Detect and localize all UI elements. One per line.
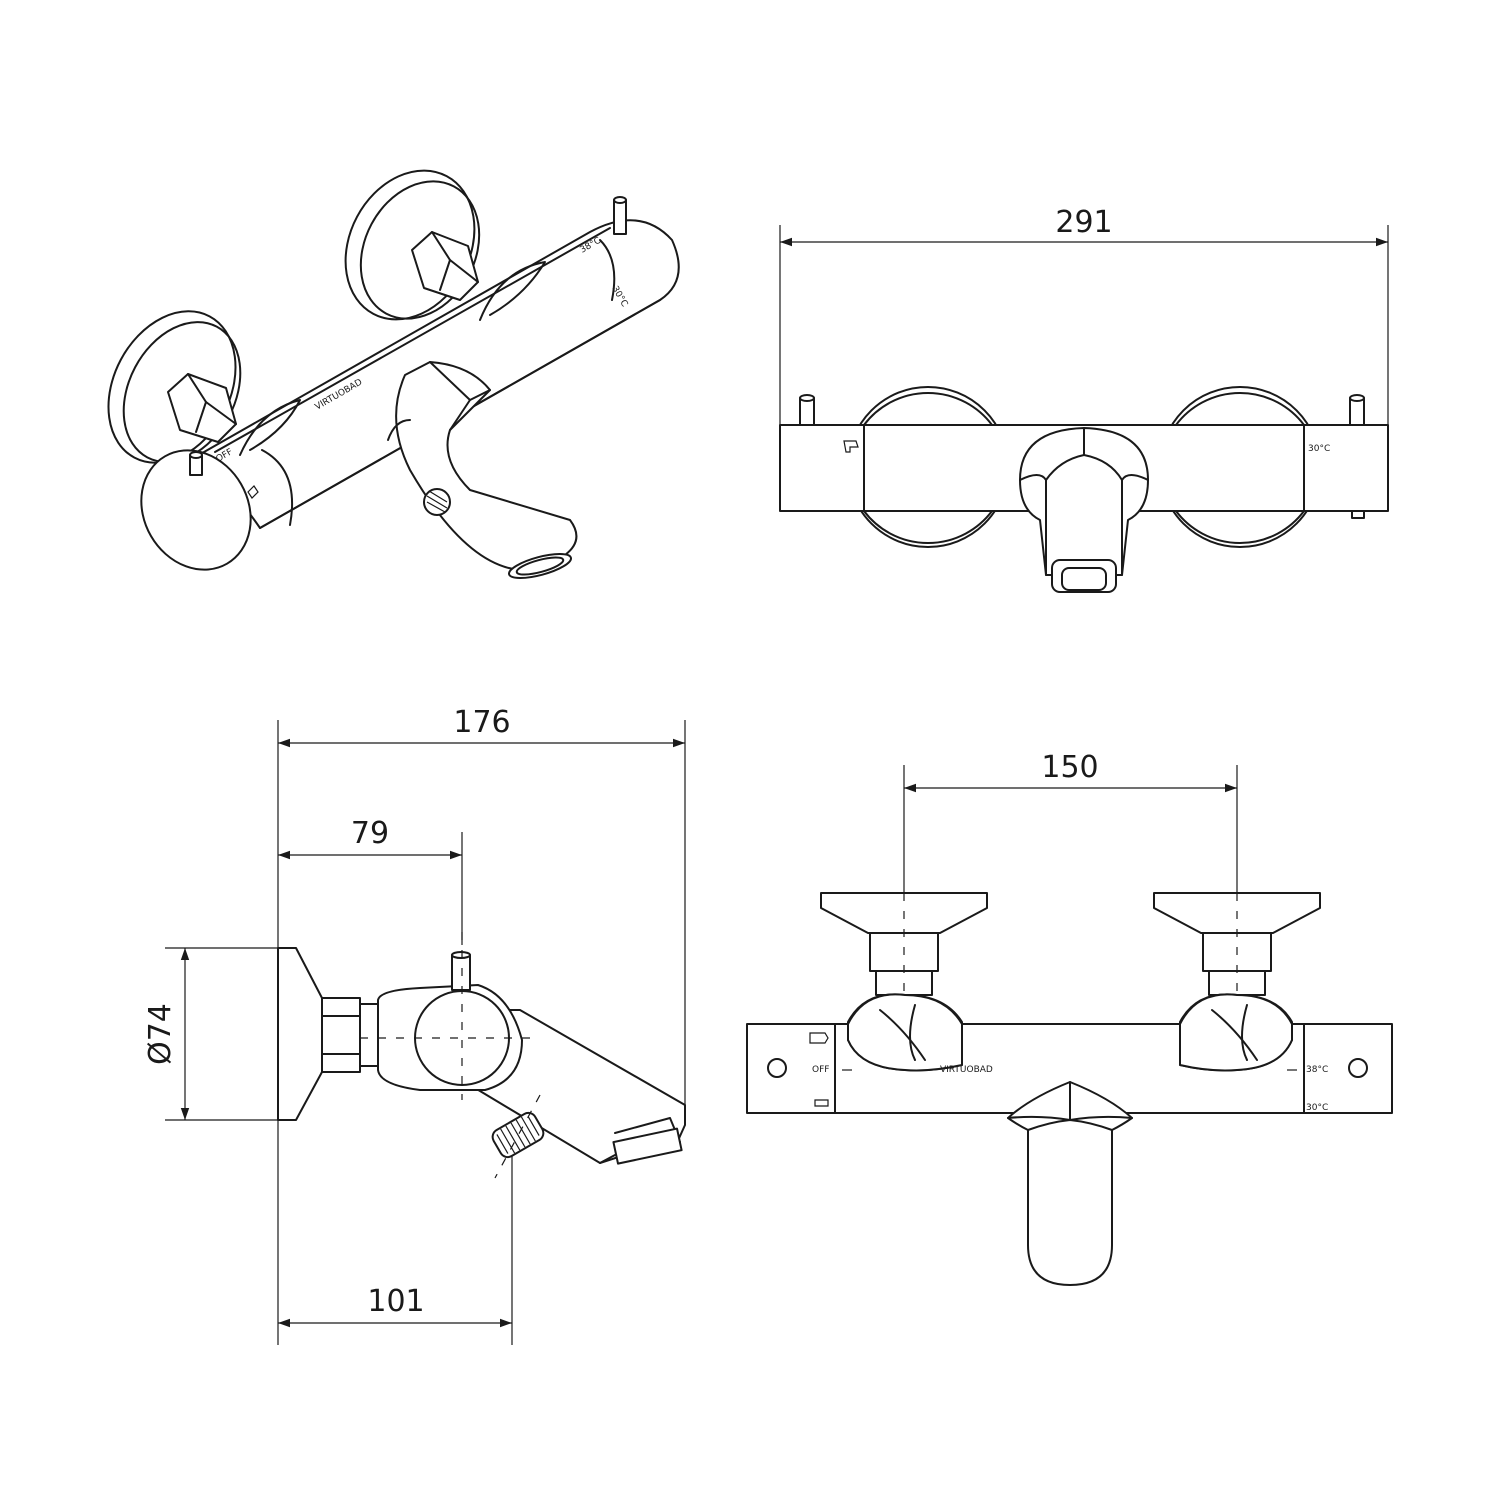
top-spout xyxy=(1007,1081,1133,1286)
side-diverter xyxy=(491,1111,545,1159)
top-marking-off: OFF xyxy=(812,1065,829,1075)
dim-width-front: 291 xyxy=(1055,205,1112,240)
dim-diameter: Ø74 xyxy=(143,1003,178,1065)
dim-inlet-spacing: 150 xyxy=(1041,750,1098,785)
isometric-view: OFF VIRTUOBAD 38°C 30°C xyxy=(107,169,680,580)
dim-depth-total: 176 xyxy=(453,705,510,740)
side-view: 176 79 Ø74 101 xyxy=(143,705,686,1345)
front-view: 291 30°C xyxy=(779,205,1389,593)
side-connector xyxy=(321,997,361,1073)
top-marking-brand: VIRTUOBAD xyxy=(940,1065,993,1075)
front-spout xyxy=(1019,427,1149,593)
iso-back-flange xyxy=(344,169,481,321)
iso-spout xyxy=(387,361,578,580)
side-flange xyxy=(277,947,323,1121)
iso-front-flange xyxy=(107,310,242,464)
top-marking-30: 30°C xyxy=(1306,1103,1328,1113)
dim-depth-outlet: 101 xyxy=(367,1284,424,1319)
top-marking-38: 38°C xyxy=(1306,1065,1328,1075)
front-marking-30: 30°C xyxy=(1308,444,1330,454)
dim-depth-handle: 79 xyxy=(351,816,389,851)
top-view: 150 xyxy=(746,750,1393,1286)
